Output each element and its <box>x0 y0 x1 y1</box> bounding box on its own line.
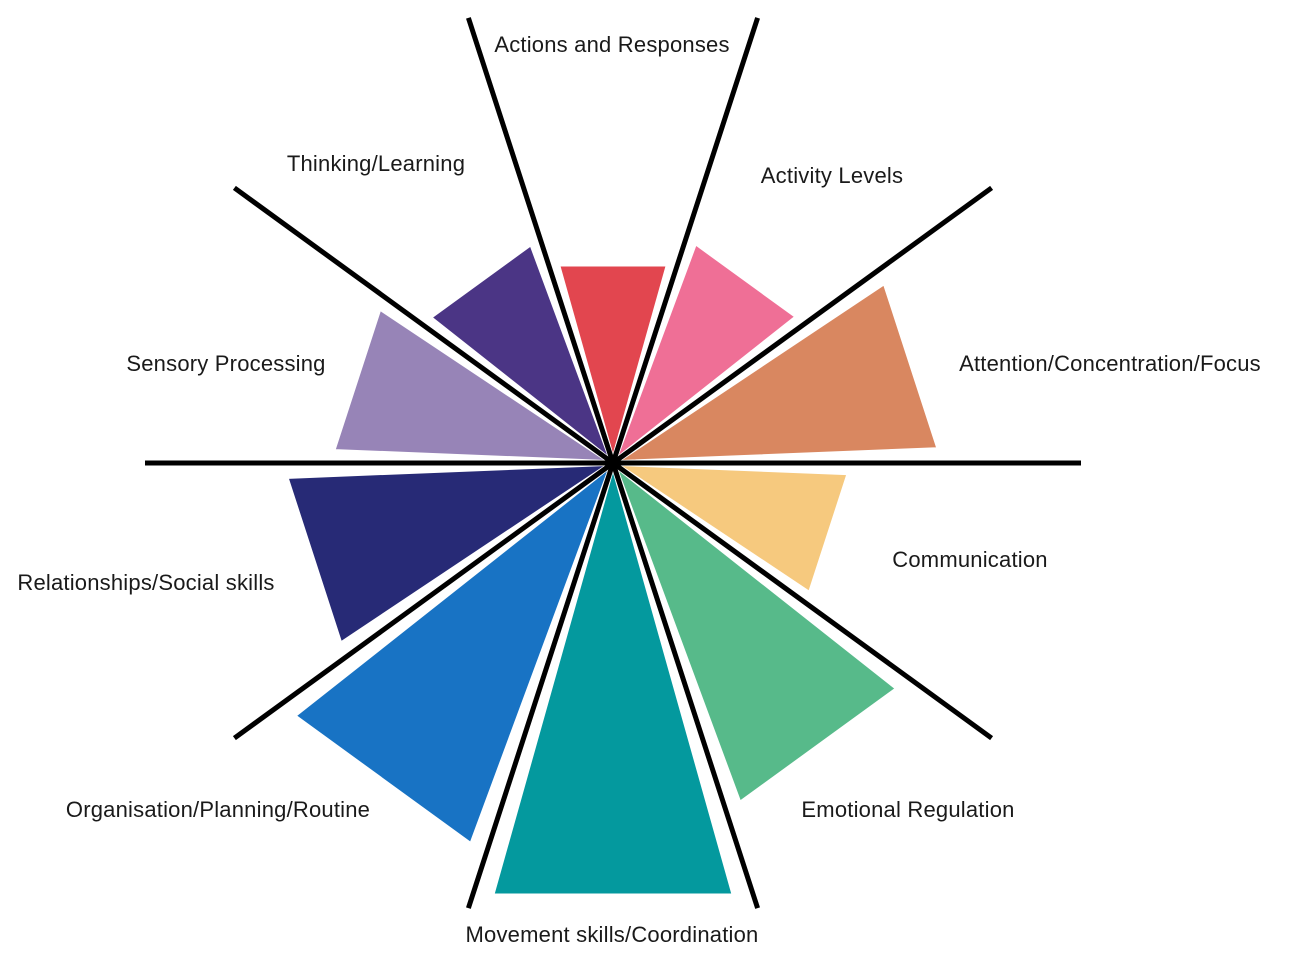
label-emotional-regulation: Emotional Regulation <box>801 796 1015 822</box>
label-thinking-learning: Thinking/Learning <box>286 150 466 176</box>
label-sensory-processing: Sensory Processing <box>126 350 326 376</box>
wedge-communication <box>610 460 853 598</box>
wedge-movement-skills-coordination <box>488 460 738 899</box>
label-communication: Communication <box>892 546 1048 572</box>
wedge-thinking-learning <box>425 239 616 466</box>
wedge-activity-levels <box>610 238 801 466</box>
label-activity-levels: Activity Levels <box>760 162 904 188</box>
label-actions-and-responses: Actions and Responses <box>494 31 730 57</box>
label-relationships-social-skills: Relationships/Social skills <box>17 569 275 595</box>
axis-line-group <box>145 17 1081 909</box>
label-attention-concentration-focus: Attention/Concentration/Focus <box>959 350 1261 376</box>
label-movement-skills-coordination: Movement skills/Coordination <box>465 921 759 947</box>
axis-line-144deg <box>232 185 994 741</box>
wedge-attention-concentration-focus <box>610 278 943 466</box>
wedge-actions-and-responses <box>554 260 672 466</box>
label-organisation-planning-routine: Organisation/Planning/Routine <box>65 796 371 822</box>
wedge-relationships-social-skills <box>282 460 616 648</box>
wedge-organisation-planning-routine <box>290 460 616 849</box>
wedge-sensory-processing <box>329 304 616 466</box>
wedge-group <box>282 238 943 899</box>
wedge-emotional-regulation <box>610 460 902 808</box>
